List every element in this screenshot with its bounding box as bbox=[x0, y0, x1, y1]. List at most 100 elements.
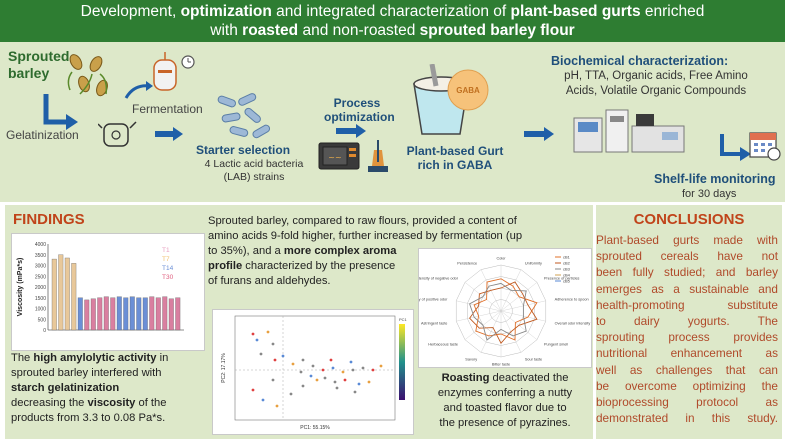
gaba-text: GABA bbox=[456, 86, 480, 95]
legend-item: T7 bbox=[162, 256, 170, 263]
bar bbox=[129, 296, 135, 331]
radar-axis-label: Intensity of positive odor bbox=[419, 298, 448, 302]
lab-strains-line: 4 Lactic acid bacteria bbox=[204, 158, 304, 170]
data-point bbox=[329, 358, 333, 362]
lab-strains-label: 4 Lactic acid bacteria (LAB) strains bbox=[204, 158, 304, 184]
data-point bbox=[335, 386, 339, 390]
conclusions-title: CONCLUSIONS bbox=[633, 211, 745, 228]
findings-text-amino: Sprouted barley, compared to raw flours,… bbox=[208, 214, 590, 289]
conclusions-line: well as challenges that can bbox=[596, 362, 778, 377]
data-point bbox=[323, 376, 327, 380]
header-line-2: with roasted and non-roasted sprouted ba… bbox=[0, 21, 785, 40]
data-point bbox=[289, 392, 293, 396]
down-right-arrow bbox=[43, 94, 78, 130]
bar bbox=[155, 297, 161, 331]
data-point bbox=[281, 354, 285, 358]
header-banner: Development, optimization and integrated… bbox=[0, 0, 785, 42]
data-point bbox=[331, 366, 335, 370]
radar-axis-label: Overall odor intensity bbox=[555, 321, 591, 325]
bar bbox=[77, 297, 83, 331]
lab-strains-line: (LAB) strains bbox=[223, 171, 285, 183]
bar bbox=[116, 296, 122, 331]
data-point bbox=[361, 366, 365, 370]
bar bbox=[142, 297, 148, 331]
legend-item: cB2 bbox=[563, 261, 571, 266]
gurt-label: Plant-based Gurt rich in GABA bbox=[400, 144, 510, 172]
findings-text-bold: Roasting bbox=[441, 372, 490, 384]
workflow-panel: Sprouted barley Gelatinization F bbox=[0, 42, 785, 202]
cooking-pot-icon bbox=[98, 121, 137, 147]
shelf-life-subtitle: for 30 days bbox=[682, 188, 737, 200]
legend-item: cB1 bbox=[563, 255, 571, 260]
radar-series bbox=[473, 278, 538, 341]
y-tick-label: 500 bbox=[38, 317, 47, 323]
data-point bbox=[251, 332, 255, 336]
data-point bbox=[341, 370, 345, 374]
sprouted-barley-label: Sprouted barley bbox=[8, 48, 69, 82]
data-point bbox=[343, 378, 347, 382]
conclusions-line: sprouting process provides bbox=[596, 330, 778, 345]
findings-line: decreasing the viscosity of the bbox=[11, 396, 203, 411]
findings-text-bold: more complex aroma bbox=[283, 245, 397, 257]
data-point bbox=[271, 378, 275, 382]
header-line-1: Development, optimization and integrated… bbox=[0, 2, 785, 21]
data-point bbox=[371, 368, 375, 372]
data-point bbox=[357, 382, 361, 386]
findings-line: products from 3.3 to 0.08 Pa*s. bbox=[11, 412, 166, 424]
radar-axis-label: Persistence bbox=[457, 262, 477, 266]
data-point bbox=[349, 360, 353, 364]
bar bbox=[97, 297, 103, 331]
right-arrow bbox=[336, 124, 366, 138]
bar bbox=[149, 296, 155, 331]
findings-line: of furans and aldehydes. bbox=[208, 275, 331, 287]
header-text: and non-roasted bbox=[298, 22, 420, 39]
colorbar-label: PC1 bbox=[399, 317, 408, 322]
radar-axis-label: Uniformity bbox=[525, 262, 542, 266]
data-point bbox=[251, 388, 255, 392]
barley-grains-icon bbox=[67, 54, 108, 97]
data-point bbox=[367, 380, 371, 384]
header-text-bold: optimization bbox=[180, 3, 272, 20]
right-arrow bbox=[155, 127, 183, 141]
process-opt-line: Process bbox=[333, 96, 381, 110]
radar-spoke bbox=[480, 310, 502, 353]
radar-axis-label: Sour taste bbox=[525, 357, 542, 361]
biochem-title: Biochemical characterization: bbox=[551, 54, 729, 68]
y-tick-label: 0 bbox=[43, 328, 46, 334]
findings-text-bold: profile bbox=[208, 260, 243, 272]
lab-instruments-icon bbox=[573, 109, 685, 153]
findings-line: starch gelatinization bbox=[11, 381, 203, 396]
radar-axis-label: Presence of particles bbox=[544, 276, 580, 280]
data-point bbox=[271, 342, 275, 346]
data-point bbox=[351, 368, 355, 372]
y-tick-label: 3000 bbox=[35, 264, 46, 270]
right-arrow bbox=[524, 127, 554, 141]
data-point bbox=[315, 378, 319, 382]
bar bbox=[103, 296, 109, 331]
viscosity-bar-chart: 40003500300025002000150010005000Viscosit… bbox=[17, 242, 184, 334]
shelf-life-title: Shelf-life monitoring bbox=[654, 172, 776, 186]
data-point bbox=[261, 398, 265, 402]
bar bbox=[51, 258, 57, 331]
y-tick-label: 1000 bbox=[35, 307, 46, 313]
biochem-list: pH, TTA, Organic acids, Free Amino Acids… bbox=[540, 69, 772, 99]
y-tick-label: 2000 bbox=[35, 285, 46, 291]
findings-line: the presence of pyrazines. bbox=[439, 417, 571, 429]
stirrer-icon bbox=[368, 140, 388, 172]
gurt-line: Plant-based Gurt bbox=[406, 144, 504, 158]
conclusions-line: emerges as a sustainable and bbox=[596, 281, 778, 296]
findings-line: Sprouted barley, compared to raw flours,… bbox=[208, 215, 517, 227]
legend-item: T1 bbox=[162, 247, 170, 254]
bar bbox=[168, 298, 174, 331]
data-point bbox=[259, 352, 263, 356]
header-text-bold: roasted bbox=[242, 22, 299, 39]
data-point bbox=[299, 370, 303, 374]
colorbar bbox=[399, 324, 405, 400]
conclusions-text: Plant-based gurts made with sprouted cer… bbox=[596, 232, 778, 426]
fermentation-arrow bbox=[124, 81, 153, 99]
header-text-bold: sprouted barley flour bbox=[419, 22, 575, 39]
bar bbox=[110, 297, 116, 331]
gelatinization-label: Gelatinization bbox=[6, 128, 79, 142]
